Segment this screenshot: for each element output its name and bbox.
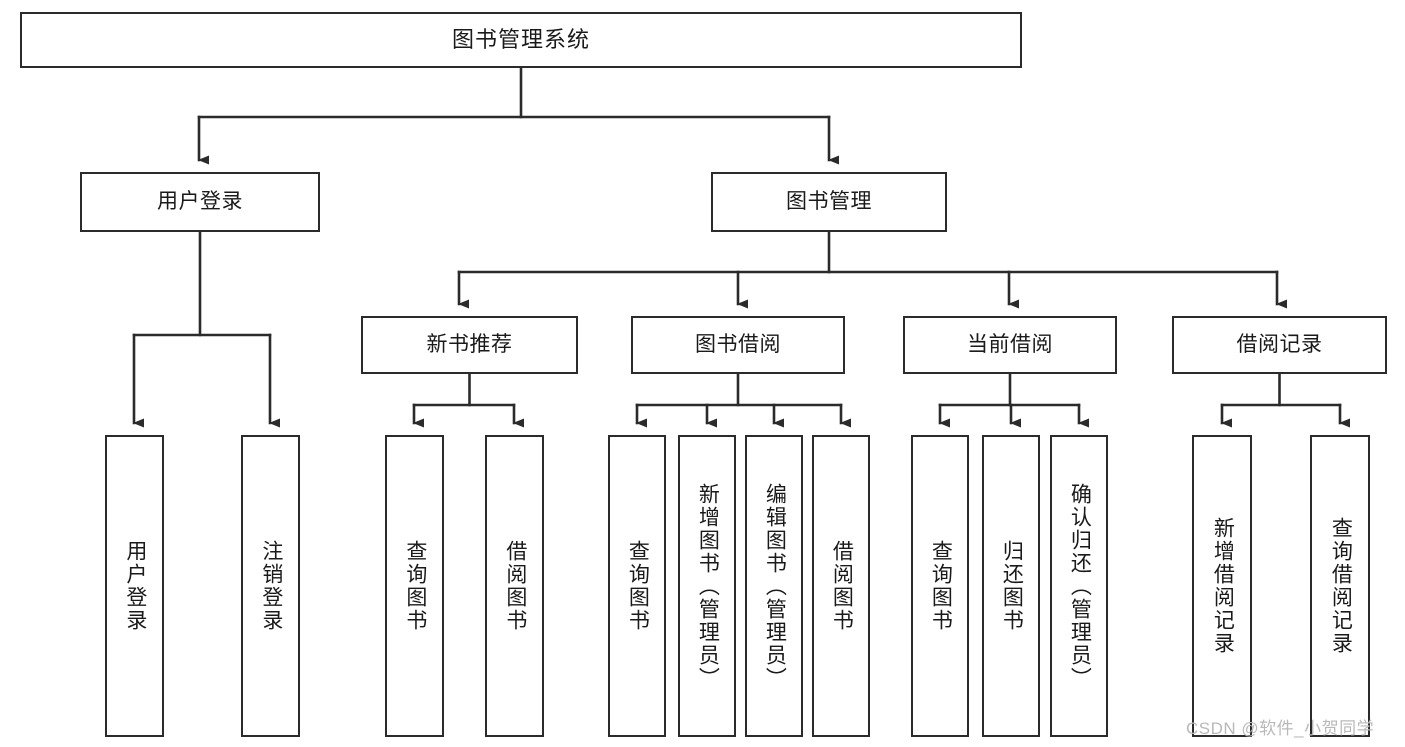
leaf-node: 查询借阅记录 (1310, 435, 1370, 737)
leaf-node-label: 用户登录 (123, 540, 147, 632)
level2-node-label: 图书借阅 (695, 332, 781, 356)
leaf-node: 新增借阅记录 (1192, 435, 1252, 737)
leaf-node-label: 归还图书 (1000, 540, 1024, 632)
leaf-node-label: 借阅图书 (830, 540, 854, 632)
level1-node-label: 用户登录 (157, 189, 243, 213)
connector-lines (132, 66, 1350, 428)
leaf-node: 查询图书 (385, 435, 444, 737)
leaf-node-label: 查询图书 (626, 540, 650, 632)
leaf-node: 新增图书（管理员） (678, 435, 736, 737)
level2-node: 新书推荐 (361, 316, 578, 374)
leaf-node: 借阅图书 (812, 435, 870, 737)
leaf-node: 借阅图书 (485, 435, 544, 737)
level2-node: 借阅记录 (1172, 316, 1387, 374)
leaf-node-label: 查询借阅记录 (1329, 517, 1353, 655)
level2-node: 图书借阅 (631, 316, 845, 374)
leaf-node-label: 编辑图书（管理员） (763, 482, 787, 690)
level2-node-label: 新书推荐 (426, 332, 513, 356)
leaf-node-label: 借阅图书 (503, 540, 527, 632)
leaf-node: 确认归还（管理员） (1050, 435, 1108, 737)
level1-node: 用户登录 (80, 172, 320, 232)
leaf-node: 查询图书 (608, 435, 666, 737)
leaf-node-label: 查询图书 (929, 540, 953, 632)
level2-node-label: 当前借阅 (967, 332, 1053, 356)
leaf-node: 注销登录 (241, 435, 300, 737)
leaf-node: 用户登录 (105, 435, 164, 737)
leaf-node: 归还图书 (982, 435, 1040, 737)
level1-node: 图书管理 (711, 172, 947, 232)
level2-node: 当前借阅 (903, 316, 1117, 374)
level1-node-label: 图书管理 (786, 189, 872, 213)
root-node: 图书管理系统 (20, 12, 1022, 68)
root-node-label: 图书管理系统 (451, 27, 590, 53)
leaf-node: 查询图书 (911, 435, 969, 737)
leaf-node: 编辑图书（管理员） (745, 435, 803, 737)
leaf-node-label: 注销登录 (259, 540, 283, 632)
leaf-node-label: 确认归还（管理员） (1068, 482, 1092, 690)
leaf-node-label: 新增借阅记录 (1211, 517, 1235, 655)
level2-node-label: 借阅记录 (1236, 332, 1323, 356)
leaf-node-label: 查询图书 (403, 540, 427, 632)
leaf-node-label: 新增图书（管理员） (696, 482, 720, 690)
